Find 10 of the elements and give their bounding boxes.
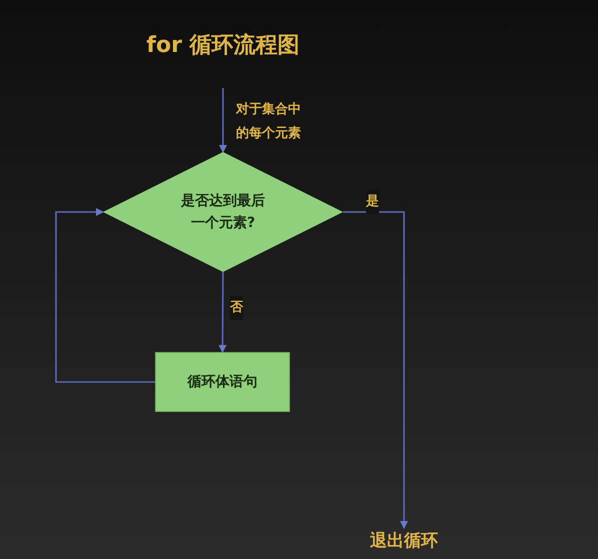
title: for 循环流程图 xyxy=(145,32,301,60)
arrow xyxy=(55,208,155,383)
arrow xyxy=(343,211,408,529)
end-label: 退出循环 xyxy=(364,528,444,552)
arrow xyxy=(219,88,227,153)
edge-label: 否 xyxy=(230,296,243,320)
process-box: 循环体语句 xyxy=(155,352,290,412)
arrow xyxy=(218,272,227,353)
edge-label: 是 xyxy=(366,190,379,214)
decision-diamond: 是否达到最后一个元素? xyxy=(103,152,343,272)
